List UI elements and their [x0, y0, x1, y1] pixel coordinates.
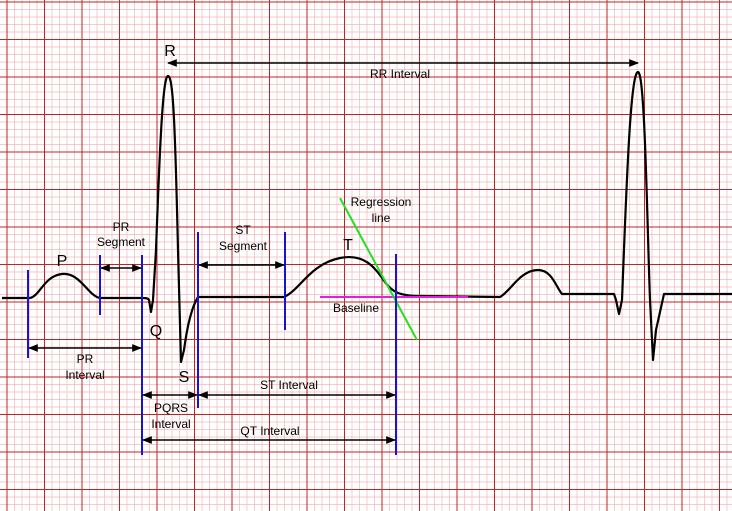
ecg-waveform: [2, 70, 732, 364]
pr-interval-label-1: PR: [77, 352, 94, 366]
interval-arrows: [28, 59, 639, 444]
pr-segment-label-1: PR: [113, 220, 130, 234]
regression-label-1: Regression: [351, 195, 412, 209]
pqrs-interval-label-1: PQRS: [154, 401, 188, 415]
pqrs-interval-label-2: Interval: [151, 417, 190, 431]
pr-interval-label-2: Interval: [65, 368, 104, 382]
interval-markers: [27, 232, 397, 455]
regression-label-2: line: [372, 211, 391, 225]
t-wave-label: T: [343, 237, 353, 254]
s-wave-label: S: [179, 369, 190, 386]
st-segment-label-2: Segment: [219, 239, 268, 253]
p-wave-label: P: [57, 253, 68, 270]
rr-interval-label: RR Interval: [370, 67, 430, 81]
st-segment-label-1: ST: [235, 223, 251, 237]
pr-segment-label-2: Segment: [97, 235, 146, 249]
r-wave-label: R: [164, 43, 176, 60]
qt-interval-label: QT Interval: [240, 424, 299, 438]
baseline-label: Baseline: [333, 301, 379, 315]
regression-line: [339, 197, 418, 341]
q-wave-label: Q: [150, 323, 162, 340]
st-interval-label: ST Interval: [260, 378, 318, 392]
